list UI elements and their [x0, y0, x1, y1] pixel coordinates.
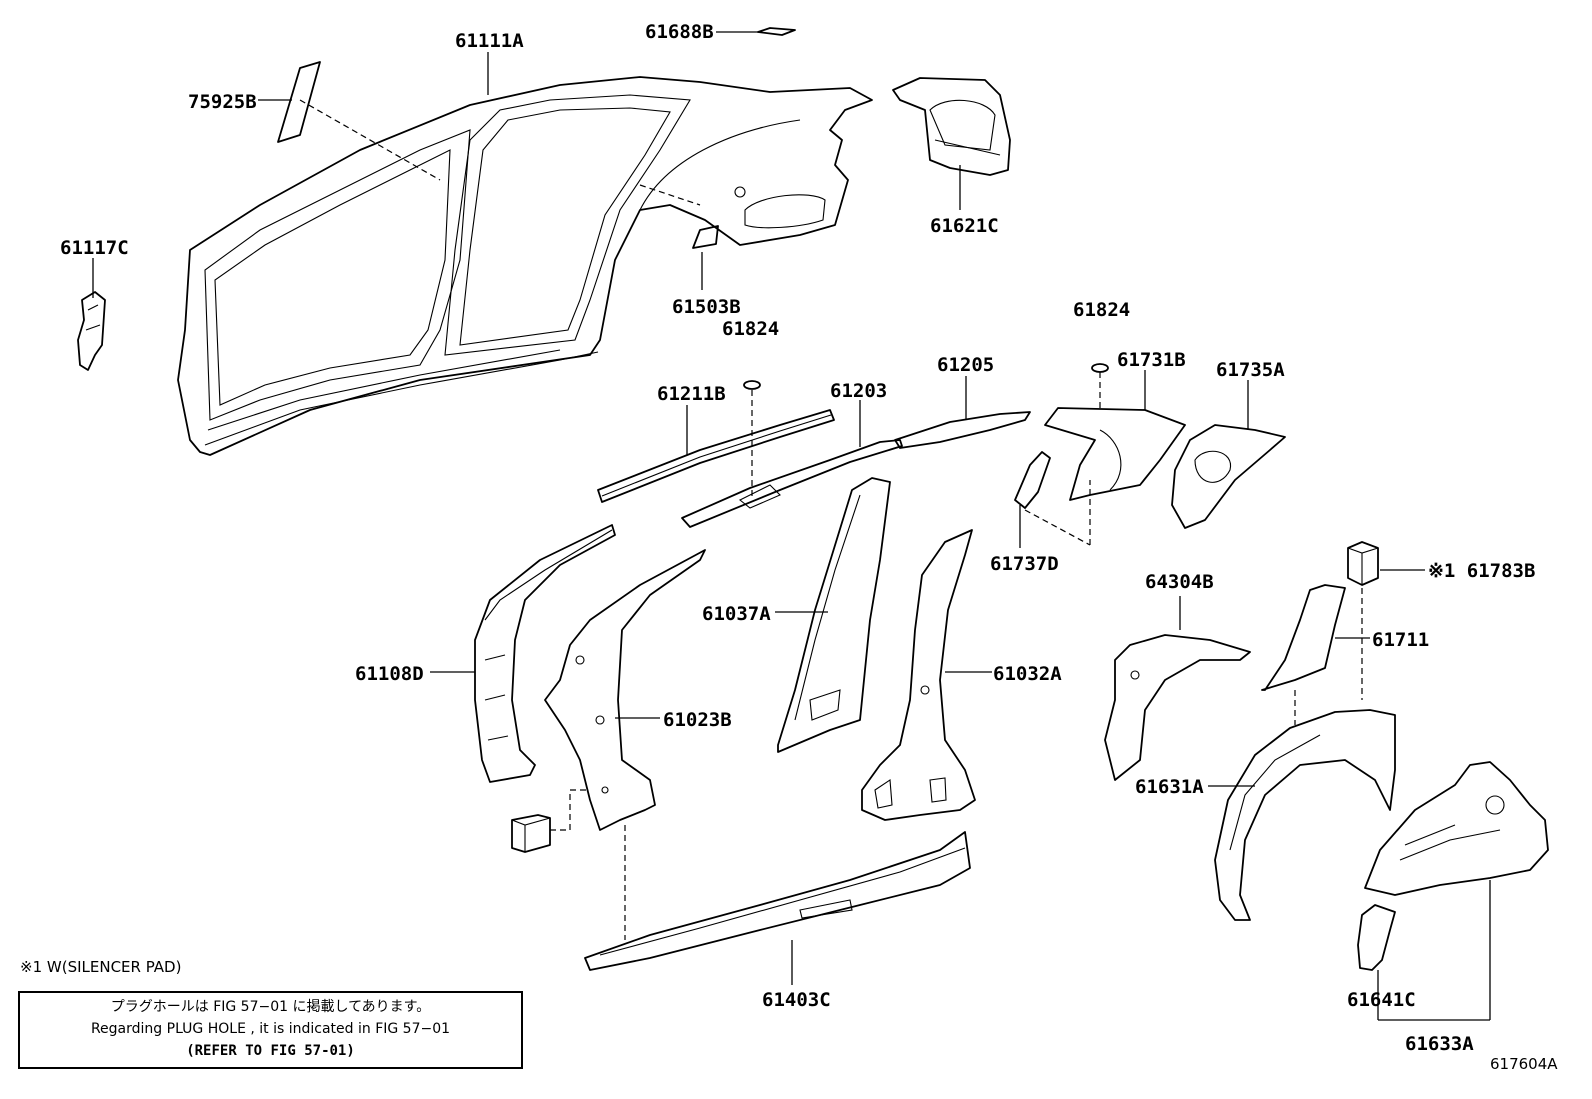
- part-61205-rail[interactable]: [894, 411, 1031, 449]
- notice-line-reference: (REFER TO FIG 57-01): [186, 1043, 355, 1059]
- part-61117C-bracket[interactable]: [77, 291, 106, 371]
- part-61711-panel[interactable]: [1261, 584, 1346, 691]
- part-61688B-plate[interactable]: [757, 27, 796, 36]
- part-61032A-pillar[interactable]: [861, 529, 976, 821]
- part-61735A-panel[interactable]: [1171, 424, 1286, 529]
- part-61783B-pad[interactable]: [1347, 541, 1379, 586]
- part-61633A-inner-wheelhouse[interactable]: [1364, 761, 1549, 896]
- plug-hole-notice: プラグホールは FIG 57−01 に掲載してあります。 Regarding P…: [18, 991, 523, 1069]
- label-61783B: ※1 61783B: [1428, 560, 1535, 582]
- label-61037A: 61037A: [702, 603, 771, 625]
- part-61737D-bracket[interactable]: [1014, 451, 1051, 509]
- footnote: ※1 W(SILENCER PAD): [20, 958, 182, 976]
- label-61631A: 61631A: [1135, 776, 1204, 798]
- label-61117C: 61117C: [60, 237, 129, 259]
- label-61205: 61205: [937, 354, 994, 376]
- part-64304B-panel[interactable]: [1104, 634, 1251, 781]
- label-61621C: 61621C: [930, 215, 999, 237]
- part-61824-plug-b[interactable]: [1091, 363, 1109, 373]
- part-75925B-molding[interactable]: [277, 61, 321, 143]
- part-61403C-rocker[interactable]: [584, 831, 971, 971]
- label-61735A: 61735A: [1216, 359, 1285, 381]
- label-61731B: 61731B: [1117, 349, 1186, 371]
- label-61711: 61711: [1372, 629, 1429, 651]
- part-silencer-pad-block[interactable]: [511, 814, 551, 853]
- label-61824-b: 61824: [1073, 299, 1130, 321]
- leader-lines: [92, 31, 1491, 1021]
- part-61631A-wheelhouse[interactable]: [1214, 709, 1396, 921]
- label-64304B: 64304B: [1145, 571, 1214, 593]
- part-61023B-pillar[interactable]: [544, 549, 706, 831]
- part-61108D-pillar[interactable]: [474, 524, 616, 783]
- notice-line-english: Regarding PLUG HOLE , it is indicated in…: [90, 1021, 451, 1037]
- label-61737D: 61737D: [990, 553, 1059, 575]
- part-61203-rail[interactable]: [681, 439, 903, 528]
- part-61621C-panel[interactable]: [892, 77, 1011, 176]
- figure-id: 617604A: [1490, 1055, 1558, 1073]
- label-61503B: 61503B: [672, 296, 741, 318]
- part-61111A-side-panel[interactable]: [177, 76, 873, 456]
- part-61211B-rail[interactable]: [597, 409, 835, 503]
- label-61108D: 61108D: [355, 663, 424, 685]
- part-61037A-pillar[interactable]: [777, 477, 891, 753]
- label-61203: 61203: [830, 380, 887, 402]
- label-61211B: 61211B: [657, 383, 726, 405]
- label-61032A: 61032A: [993, 663, 1062, 685]
- label-61111A: 61111A: [455, 30, 524, 52]
- label-61688B: 61688B: [645, 21, 714, 43]
- part-61824-plug-a[interactable]: [743, 380, 761, 390]
- label-61633A: 61633A: [1405, 1033, 1474, 1055]
- label-61641C: 61641C: [1347, 989, 1416, 1011]
- label-75925B: 75925B: [188, 91, 257, 113]
- label-61023B: 61023B: [663, 709, 732, 731]
- part-61731B-panel[interactable]: [1044, 407, 1186, 501]
- label-61403C: 61403C: [762, 989, 831, 1011]
- part-61641C-bracket[interactable]: [1357, 904, 1396, 971]
- part-61503B-bracket[interactable]: [692, 225, 719, 249]
- notice-line-japanese: プラグホールは FIG 57−01 に掲載してあります。: [110, 999, 431, 1015]
- label-61824-a: 61824: [722, 318, 779, 340]
